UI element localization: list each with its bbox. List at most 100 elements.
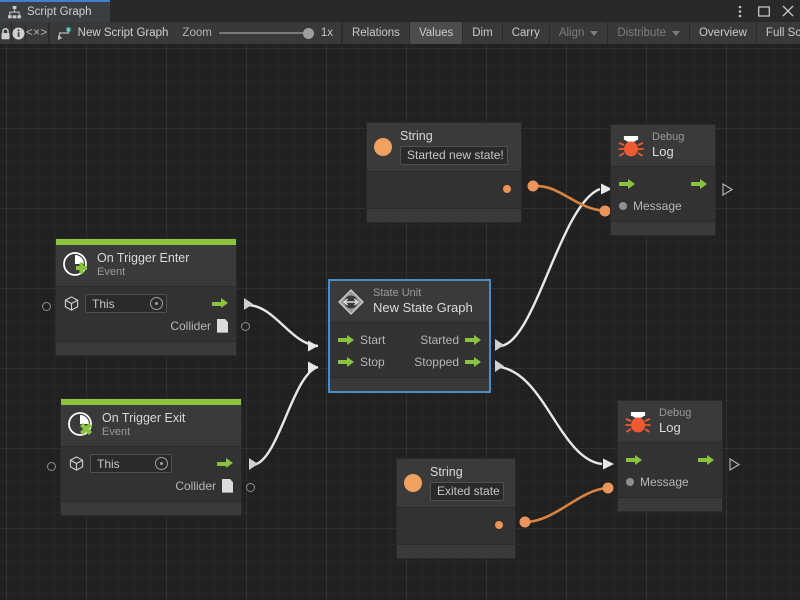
input-port-start[interactable] [338,334,354,346]
maximize-icon[interactable] [757,5,770,18]
port-marker-trigger-exit-collider[interactable] [246,483,255,492]
wire-arrowhead [308,340,318,352]
tab-label: Script Graph [27,6,92,18]
port-marker-trigger-exit-input[interactable] [47,462,56,471]
collider-file-icon[interactable] [222,478,233,493]
toolbar-button-relations-label: Relations [351,27,400,39]
tab-script-graph[interactable]: Script Graph [0,0,110,22]
node-string-bottom[interactable]: String Exited state [396,458,516,560]
toolbar-spacer [48,22,50,44]
toolbar-button-fullscreen-label: Full Scr [765,27,800,39]
toolbar-button-fullscreen[interactable]: Full Scr [755,22,800,44]
node-body: Message [618,443,722,498]
zoom-slider-handle[interactable] [302,28,314,39]
toolbar-button-carry[interactable]: Carry [501,22,549,44]
node-title: New State Graph [373,300,473,316]
string-value-input[interactable]: Exited state [430,482,504,502]
output-port-stopped[interactable] [465,356,481,368]
info-button[interactable] [12,22,26,44]
port-marker-trigger-enter-input[interactable] [42,302,51,311]
bug-icon [618,135,644,157]
output-port-string[interactable] [503,185,511,194]
node-subtitle: Debug [652,131,685,143]
node-body: Message [611,167,715,222]
graph-name-field[interactable]: New Script Graph [49,22,179,44]
port-label-start: Start [360,333,386,348]
flow-row [618,449,722,471]
output-port-started[interactable] [465,334,481,346]
port-label-message: Message [633,199,682,214]
target-object-input[interactable]: This [90,454,172,474]
port-label-started: Started [420,333,459,348]
node-title: String [430,465,463,479]
lock-button[interactable] [0,22,12,44]
node-header: On Trigger Exit Event [61,405,241,447]
wire-endpoint-dot [602,482,614,494]
node-string-top[interactable]: String Started new state! [366,122,522,224]
input-port-stop[interactable] [338,356,354,368]
node-debug-log-bottom[interactable]: Debug Log Message [617,400,723,513]
input-port-flow-icon[interactable] [626,454,642,466]
title-bar: Script Graph [0,0,800,22]
node-state-unit[interactable]: State Unit New State Graph Start Started [329,280,490,393]
port-marker-state-started-out[interactable] [495,339,504,351]
event-cross-icon [68,412,92,437]
toolbar-button-relations[interactable]: Relations [341,22,409,44]
input-port-message[interactable] [626,478,634,487]
toolbar-button-carry-label: Carry [511,27,540,39]
game-object-cube-icon [64,296,79,311]
object-picker-icon[interactable] [150,297,163,311]
output-port-flow-icon[interactable] [212,298,228,309]
node-body [397,508,515,545]
more-options-icon[interactable] [733,5,746,18]
output-port-flow-icon[interactable] [691,178,707,190]
input-port-flow-icon[interactable] [619,178,635,190]
toolbar-button-overview[interactable]: Overview [688,22,756,44]
code-view-button[interactable]: <×> [26,22,49,44]
collider-row: Collider [56,315,236,337]
port-marker-exit-flow-out[interactable] [249,458,258,470]
output-port-flow-icon[interactable] [217,458,233,469]
zoom-control[interactable]: Zoom 1x [178,22,342,44]
input-port-message[interactable] [619,202,627,211]
node-on-trigger-enter[interactable]: On Trigger Enter Event This [55,238,237,356]
port-marker-state-stopped-out[interactable] [495,360,504,372]
node-title: On Trigger Enter [97,251,190,265]
node-footer [61,500,241,515]
node-title: String [400,129,433,143]
graph-name-label: New Script Graph [77,27,169,39]
graph-canvas[interactable]: String Started new state! [0,44,800,600]
node-header: On Trigger Enter Event [56,245,236,287]
node-debug-log-top[interactable]: Debug Log Message [610,124,716,237]
node-body: This Collider [56,286,236,341]
node-header: Debug Log [611,125,715,168]
port-marker-debug-log-bottom-output[interactable] [729,457,741,476]
port-marker-string-top-out[interactable] [529,182,538,191]
toolbar-button-overview-label: Overview [698,27,747,39]
toolbar-button-distribute[interactable]: Distribute [607,22,689,44]
node-subtitle: Event [102,426,131,439]
node-body: This Collider [61,446,241,501]
output-port-string[interactable] [495,521,503,530]
output-port-flow-icon[interactable] [698,454,714,466]
port-marker-string-bottom-out[interactable] [521,518,530,527]
zoom-slider[interactable] [218,27,314,39]
toolbar-button-dim[interactable]: Dim [462,22,502,44]
toolbar-button-align[interactable]: Align [548,22,608,44]
node-footer [611,221,715,236]
port-marker-trigger-enter-collider[interactable] [241,322,250,331]
port-marker-debug-log-top-output[interactable] [722,182,734,201]
toolbar-button-values[interactable]: Values [408,22,463,44]
chevron-down-icon [671,30,680,36]
zoom-label: Zoom [182,27,212,39]
target-object-input[interactable]: This [85,294,167,314]
collider-file-icon[interactable] [217,318,228,333]
start-started-row: Start Started [330,329,489,351]
port-marker-enter-flow-out[interactable] [244,298,253,310]
object-picker-icon[interactable] [155,457,168,471]
target-object-value: This [97,456,120,471]
close-icon[interactable] [781,5,794,18]
node-on-trigger-exit[interactable]: On Trigger Exit Event This [60,398,242,516]
node-footer [397,544,515,559]
string-value-input[interactable]: Started new state! [400,146,508,166]
